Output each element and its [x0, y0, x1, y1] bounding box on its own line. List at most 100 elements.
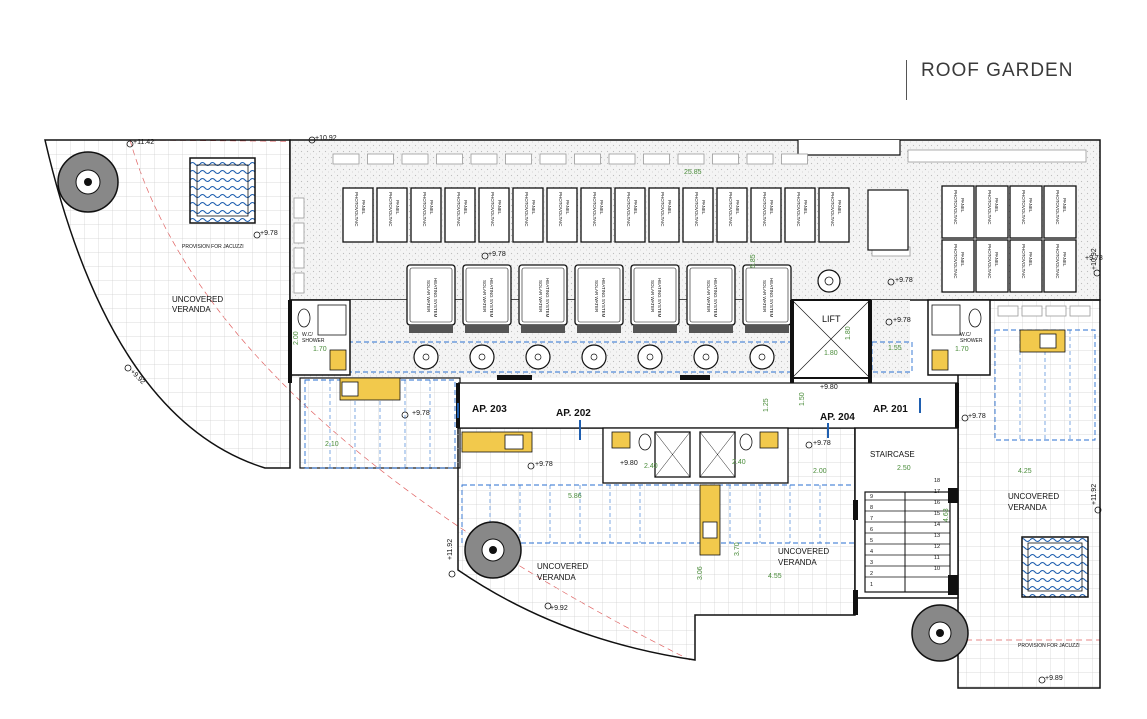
svg-text:PANEL: PANEL [531, 200, 536, 215]
veranda-left-l1: UNCOVERED [172, 295, 223, 304]
stair-number: 9 [870, 494, 873, 500]
ap202-label: AP. 202 [556, 408, 591, 419]
svg-text:PHOTOVOLTAIC: PHOTOVOLTAIC [953, 244, 958, 279]
svg-text:HEATING SYSTEM: HEATING SYSTEM [545, 278, 550, 318]
dim-v-1: 5.85 [750, 254, 757, 268]
ap201-label: AP. 201 [873, 404, 908, 415]
svg-text:+9.78: +9.78 [813, 440, 831, 447]
svg-text:PANEL: PANEL [565, 200, 570, 215]
drain [677, 153, 705, 165]
drawing-title: ROOF GARDEN [921, 60, 1074, 81]
svg-text:+9.80: +9.80 [620, 460, 638, 467]
svg-text:+10.92: +10.92 [315, 135, 337, 142]
svg-text:PHOTOVOLTAIC: PHOTOVOLTAIC [660, 192, 665, 227]
water-tanks [413, 344, 775, 370]
svg-text:PHOTOVOLTAIC: PHOTOVOLTAIC [626, 192, 631, 227]
svg-text:+9.78: +9.78 [1085, 255, 1103, 262]
veranda-midright-l1: UNCOVERED [778, 547, 829, 556]
stair-number: 7 [870, 516, 873, 522]
svg-text:HEATING SYSTEM: HEATING SYSTEM [657, 278, 662, 318]
svg-text:PANEL: PANEL [599, 200, 604, 215]
drain [436, 153, 463, 165]
svg-text:+9.78: +9.78 [893, 317, 911, 324]
water-tank [413, 344, 439, 370]
svg-text:PANEL: PANEL [667, 200, 672, 215]
svg-text:PANEL: PANEL [803, 200, 808, 215]
svg-text:PANEL: PANEL [463, 200, 468, 215]
level-markers: +11.42 +10.92 +9.78 +9.78 +9.78 +9.78 +9… [133, 135, 1103, 682]
water-tank [693, 344, 719, 370]
ap204-label: AP. 204 [820, 412, 855, 423]
ap203-label: AP. 203 [472, 404, 507, 415]
svg-text:HEATING SYSTEM: HEATING SYSTEM [433, 278, 438, 318]
svg-text:+9.78: +9.78 [260, 230, 278, 237]
wc-left-shower: SHOWER [302, 338, 325, 344]
svg-text:4.25: 4.25 [1018, 468, 1032, 475]
water-tank [637, 344, 663, 370]
svg-text:SOLAR WATER: SOLAR WATER [650, 280, 655, 313]
svg-text:SOLAR WATER: SOLAR WATER [594, 280, 599, 313]
drain [332, 153, 360, 165]
svg-text:PHOTOVOLTAIC: PHOTOVOLTAIC [796, 192, 801, 227]
drain [293, 222, 305, 244]
drain [539, 153, 567, 165]
svg-text:SOLAR WATER: SOLAR WATER [538, 280, 543, 313]
drain [367, 153, 394, 165]
stair-number: 17 [934, 489, 940, 495]
level-vertical-3: +11.92 [447, 539, 454, 560]
lift-label: LIFT [822, 314, 841, 324]
drain [643, 153, 670, 165]
drain [907, 149, 1087, 163]
svg-text:PANEL: PANEL [633, 200, 638, 215]
svg-text:1.55: 1.55 [888, 345, 902, 352]
svg-text:SOLAR WATER: SOLAR WATER [706, 280, 711, 313]
stair-number: 1 [870, 582, 873, 588]
wc-left-label: W.C/ [302, 332, 313, 338]
svg-text:PANEL: PANEL [1028, 252, 1033, 267]
spiral-stair-right-icon [911, 604, 969, 662]
svg-text:4.55: 4.55 [768, 573, 782, 580]
roof-drains [293, 149, 1091, 317]
svg-text:1.70: 1.70 [313, 346, 327, 353]
svg-text:PHOTOVOLTAIC: PHOTOVOLTAIC [728, 192, 733, 227]
svg-text:PANEL: PANEL [1028, 198, 1033, 213]
svg-text:PANEL: PANEL [395, 200, 400, 215]
stair-number: 18 [934, 478, 940, 484]
dim-v-8: 3.06 [697, 566, 704, 580]
svg-text:PHOTOVOLTAIC: PHOTOVOLTAIC [592, 192, 597, 227]
svg-text:PHOTOVOLTAIC: PHOTOVOLTAIC [388, 192, 393, 227]
jacuzzi-right [1021, 536, 1089, 598]
veranda-midleft-l1: UNCOVERED [537, 562, 588, 571]
stair-number: 16 [934, 500, 940, 506]
drain [505, 153, 532, 165]
wc-right-label: W.C/ [960, 332, 971, 338]
svg-text:+9.78: +9.78 [895, 277, 913, 284]
jacuzzi-right-label: PROVISION FOR JACUZZI [1018, 643, 1080, 649]
level-marker-symbols [124, 136, 1102, 684]
svg-text:SOLAR WATER: SOLAR WATER [426, 280, 431, 313]
veranda-right-l2: VERANDA [1008, 503, 1047, 512]
svg-text:+9.80: +9.80 [820, 384, 838, 391]
svg-text:PANEL: PANEL [994, 198, 999, 213]
svg-text:PANEL: PANEL [960, 198, 965, 213]
svg-text:PANEL: PANEL [497, 200, 502, 215]
jacuzzi-left-label: PROVISION FOR JACUZZI [182, 244, 244, 250]
stair-number: 6 [870, 527, 873, 533]
svg-text:PHOTOVOLTAIC: PHOTOVOLTAIC [354, 192, 359, 227]
wc-right [927, 299, 991, 376]
title-block: ROOF GARDEN [906, 60, 1073, 100]
